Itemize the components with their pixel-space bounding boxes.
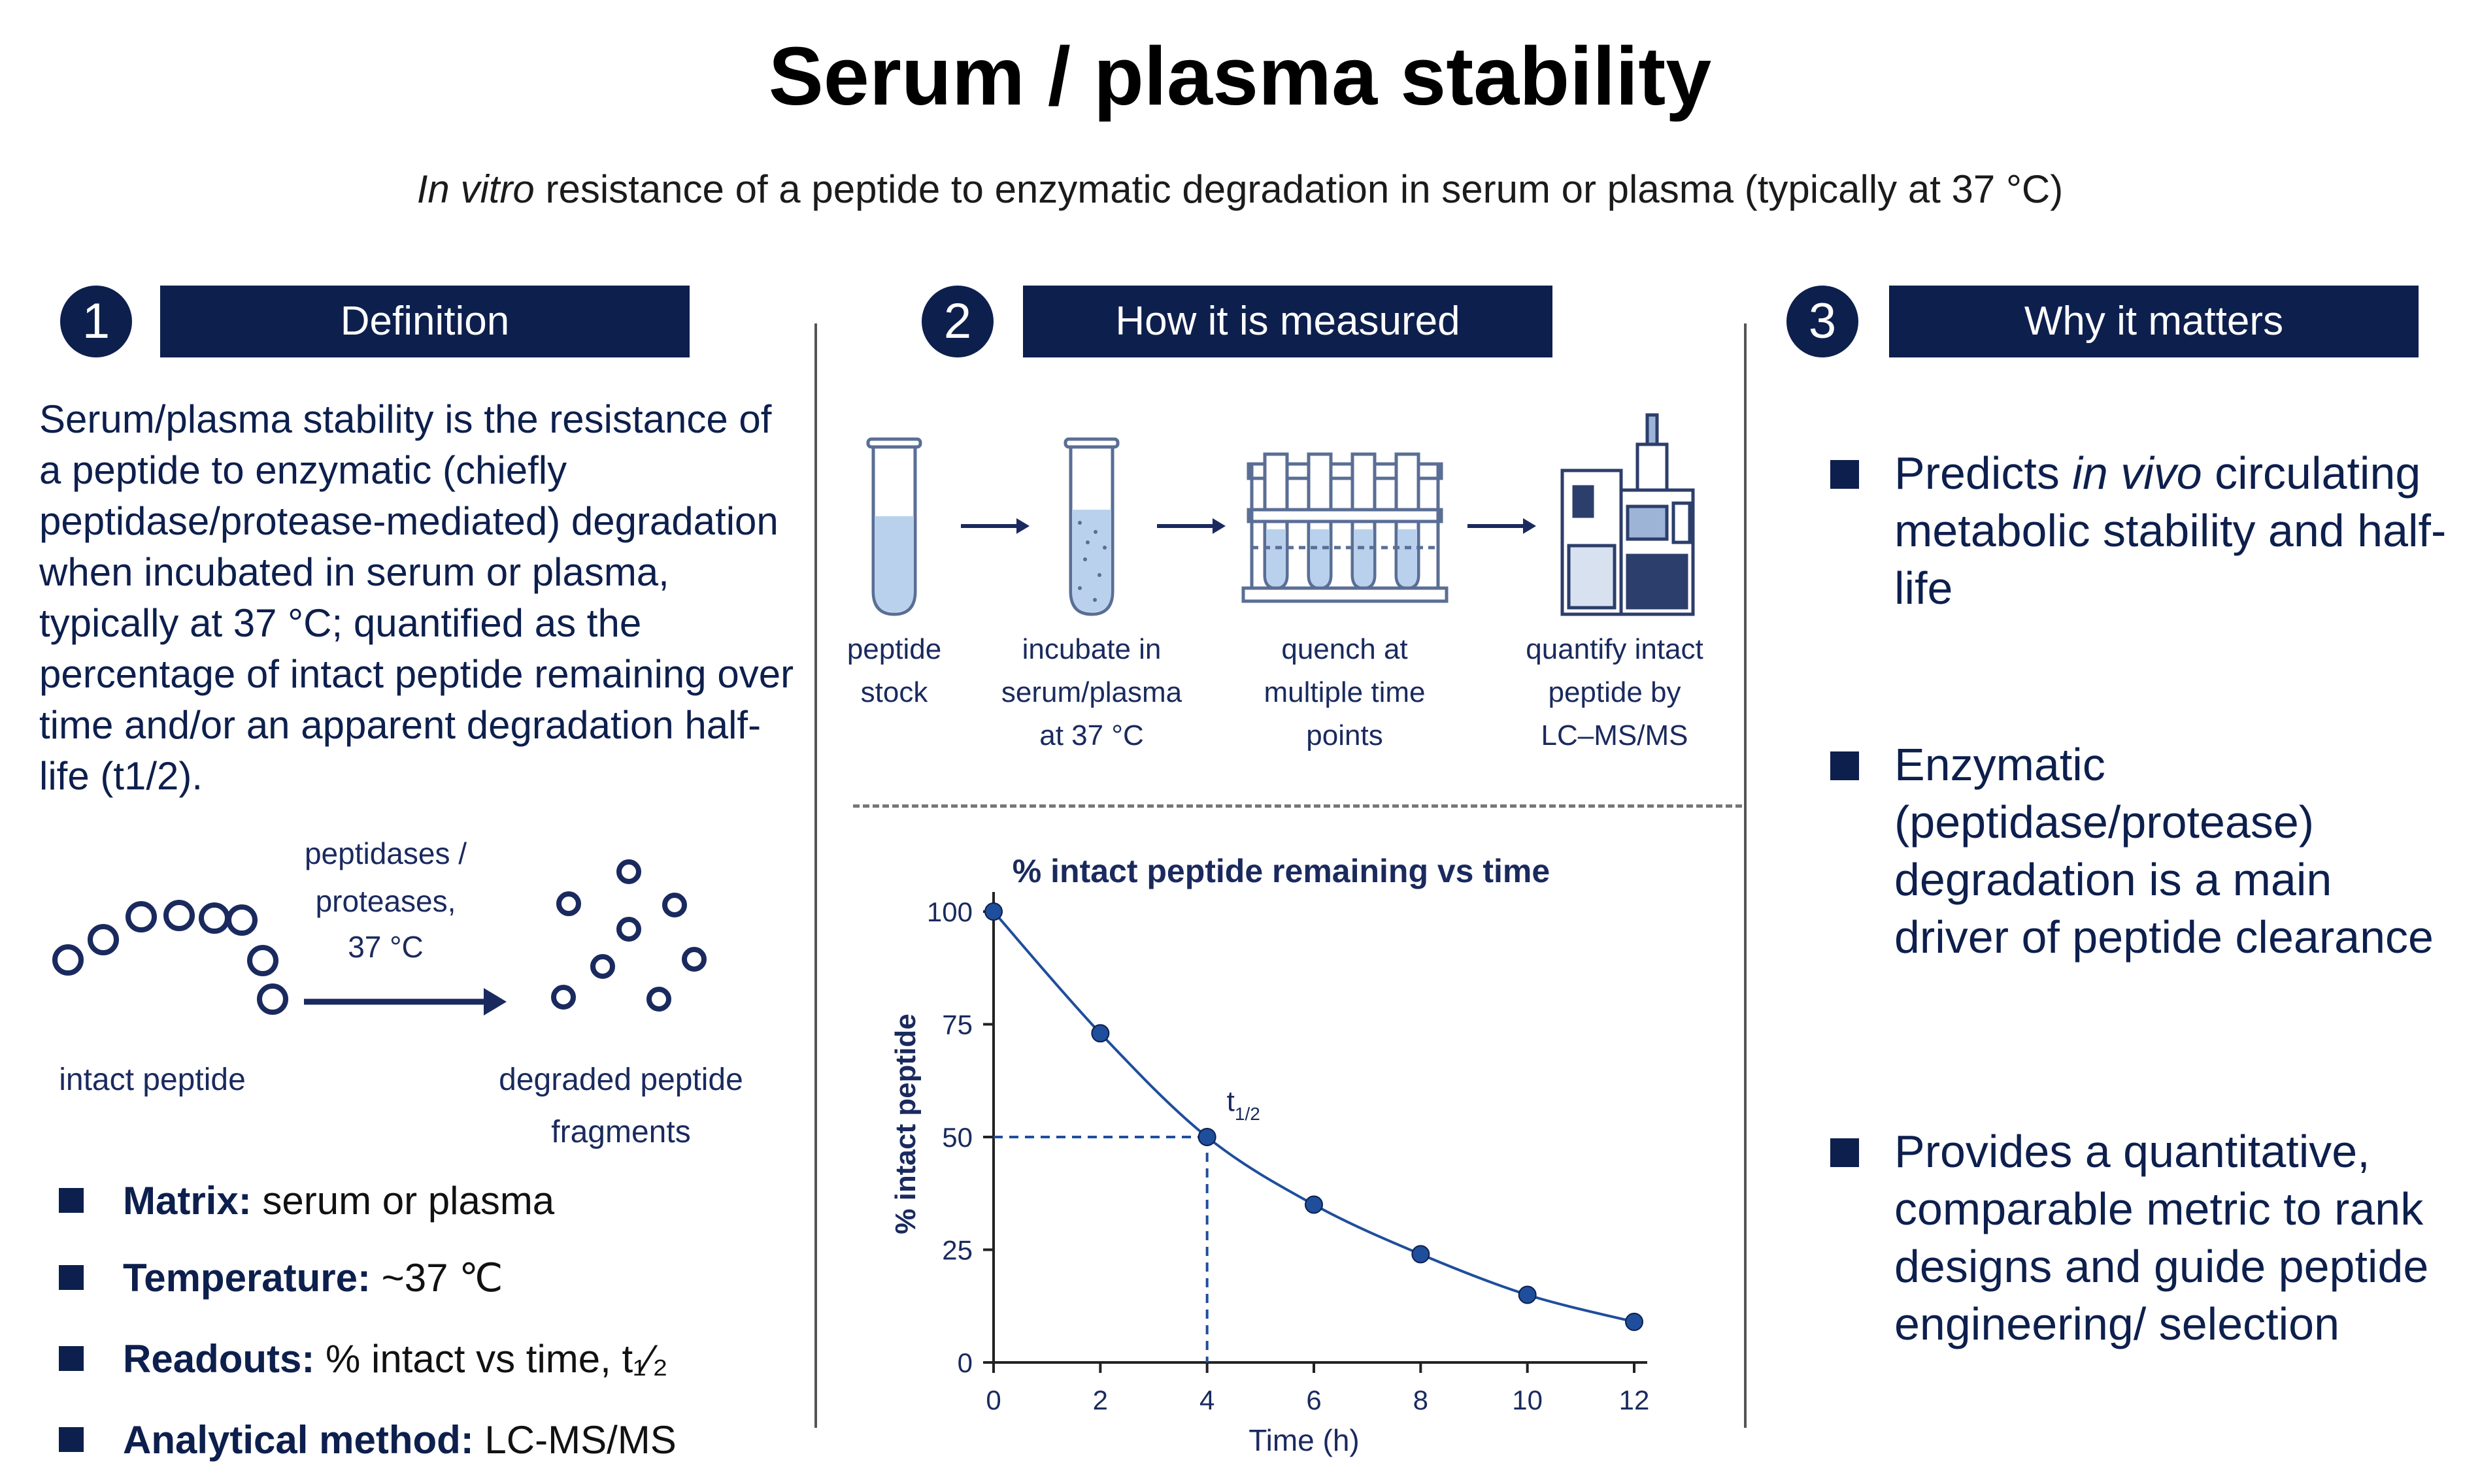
why-item-1: Predicts in vivo circulating metabolic s… (1830, 444, 2458, 617)
chart-point (1305, 1195, 1323, 1214)
chart-points (984, 902, 1643, 1331)
step-3-line3: points (1306, 719, 1382, 751)
chart-y-tick-label: 25 (942, 1235, 973, 1266)
subtitle-rest: resistance of a peptide to enzymatic deg… (534, 167, 2064, 211)
section-3-number: 3 (1786, 286, 1858, 357)
definition-text: Serum/plasma stability is the resistance… (39, 397, 794, 798)
chart-x-tick-label: 10 (1512, 1385, 1543, 1415)
bullet-square-icon (1830, 1138, 1859, 1167)
bullet-square-icon (1830, 751, 1859, 780)
chart-half-life-guides (994, 1136, 1209, 1362)
arrow-right-icon (304, 988, 507, 1015)
chart-x-axis-label: Time (h) (1248, 1423, 1360, 1457)
why-item-2: Enzymatic (peptidase/protease) degradati… (1830, 736, 2458, 966)
chart-title: % intact peptide remaining vs time (1013, 853, 1550, 889)
intact-peptide-label: intact peptide (59, 1063, 246, 1097)
section-3-header: Why it matters (1889, 286, 2419, 357)
bullet-square-icon (1830, 460, 1859, 489)
step-2-line2: serum/plasma (1001, 676, 1182, 708)
degraded-label-line2: fragments (551, 1115, 690, 1149)
enzymes-label-line3: 37 °C (348, 930, 424, 964)
chart-x-tick-label: 2 (1093, 1385, 1108, 1415)
tube-rack-icon (1241, 452, 1449, 603)
enzymes-label-line2: proteases, (316, 884, 456, 918)
bullet-square-icon (59, 1427, 84, 1452)
chart-y-tick-label: 0 (958, 1347, 973, 1378)
page-subtitle: In vitro resistance of a peptide to enzy… (0, 167, 2480, 212)
chart-x-tick-label: 12 (1619, 1385, 1650, 1415)
workflow-diagram: peptide stock incubate in serum/plasma a… (847, 413, 1703, 751)
test-tube-stock-icon (866, 437, 922, 616)
step-4-line2: peptide by (1548, 676, 1681, 708)
chart-y-tick-label: 75 (942, 1010, 973, 1040)
chart-half-life-annotation: t1/2 (1227, 1085, 1260, 1124)
column-divider-right (1744, 323, 1747, 1428)
chart-point (1198, 1128, 1216, 1146)
section-2-number: 2 (922, 286, 994, 357)
bullet-square-icon (59, 1188, 84, 1213)
section-1-header: Definition (160, 286, 690, 357)
lc-ms-instrument-icon (1560, 413, 1695, 616)
subtitle-italic: In vitro (416, 167, 535, 211)
column-divider-left (814, 323, 817, 1428)
arrow-right-icon (1157, 518, 1226, 534)
chart-axes: 0 25 50 75 100 0 2 4 6 8 10 12 (927, 892, 1649, 1415)
chart-point (1518, 1285, 1537, 1304)
bullet-square-icon (59, 1265, 84, 1290)
chart-x-tick-label: 0 (986, 1385, 1001, 1415)
chart-x-tick-label: 6 (1306, 1385, 1321, 1415)
section-1-number: 1 (60, 286, 132, 357)
bullet-square-icon (59, 1346, 84, 1371)
test-tube-incubation-icon (1064, 437, 1120, 616)
chart-point (1411, 1245, 1430, 1264)
section-2-dashed-divider (853, 804, 1742, 808)
step-2-line3: at 37 °C (1039, 719, 1143, 751)
enzymes-label-line1: peptidases / (305, 836, 467, 870)
chart-x-tick-label: 8 (1413, 1385, 1428, 1415)
page-title: Serum / plasma stability (768, 30, 1712, 122)
intact-peptide-chain-icon (52, 900, 288, 1015)
section-2-header: How it is measured (1023, 286, 1552, 357)
step-4-line3: LC–MS/MS (1541, 719, 1688, 751)
chart-x-tick-label: 4 (1199, 1385, 1215, 1415)
arrow-right-icon (961, 518, 1030, 534)
chart-y-axis-label: % intact peptide (890, 1014, 922, 1234)
chart-y-tick-label: 50 (942, 1122, 973, 1153)
chart-y-tick-label: 100 (927, 897, 973, 927)
why-item-3: Provides a quantitative, comparable metr… (1830, 1123, 2458, 1353)
step-3-line1: quench at (1281, 633, 1407, 665)
degradation-diagram: peptidases / proteases, 37 °C intact pep… (52, 836, 743, 1149)
step-4-line1: quantify intact (1526, 633, 1703, 665)
step-3-line2: multiple time (1264, 676, 1426, 708)
step-1-line1: peptide (847, 633, 941, 665)
fragments-icon (551, 859, 707, 1012)
degraded-label-line1: degraded peptide (499, 1063, 743, 1097)
stability-chart: % intact peptide remaining vs time Time … (890, 853, 1649, 1457)
step-1-line2: stock (861, 676, 929, 708)
chart-series-line (992, 910, 1635, 1323)
step-2-line1: incubate in (1022, 633, 1162, 665)
chart-point (1625, 1312, 1643, 1331)
chart-point (984, 902, 1003, 921)
chart-point (1091, 1024, 1110, 1043)
arrow-right-icon (1467, 518, 1536, 534)
